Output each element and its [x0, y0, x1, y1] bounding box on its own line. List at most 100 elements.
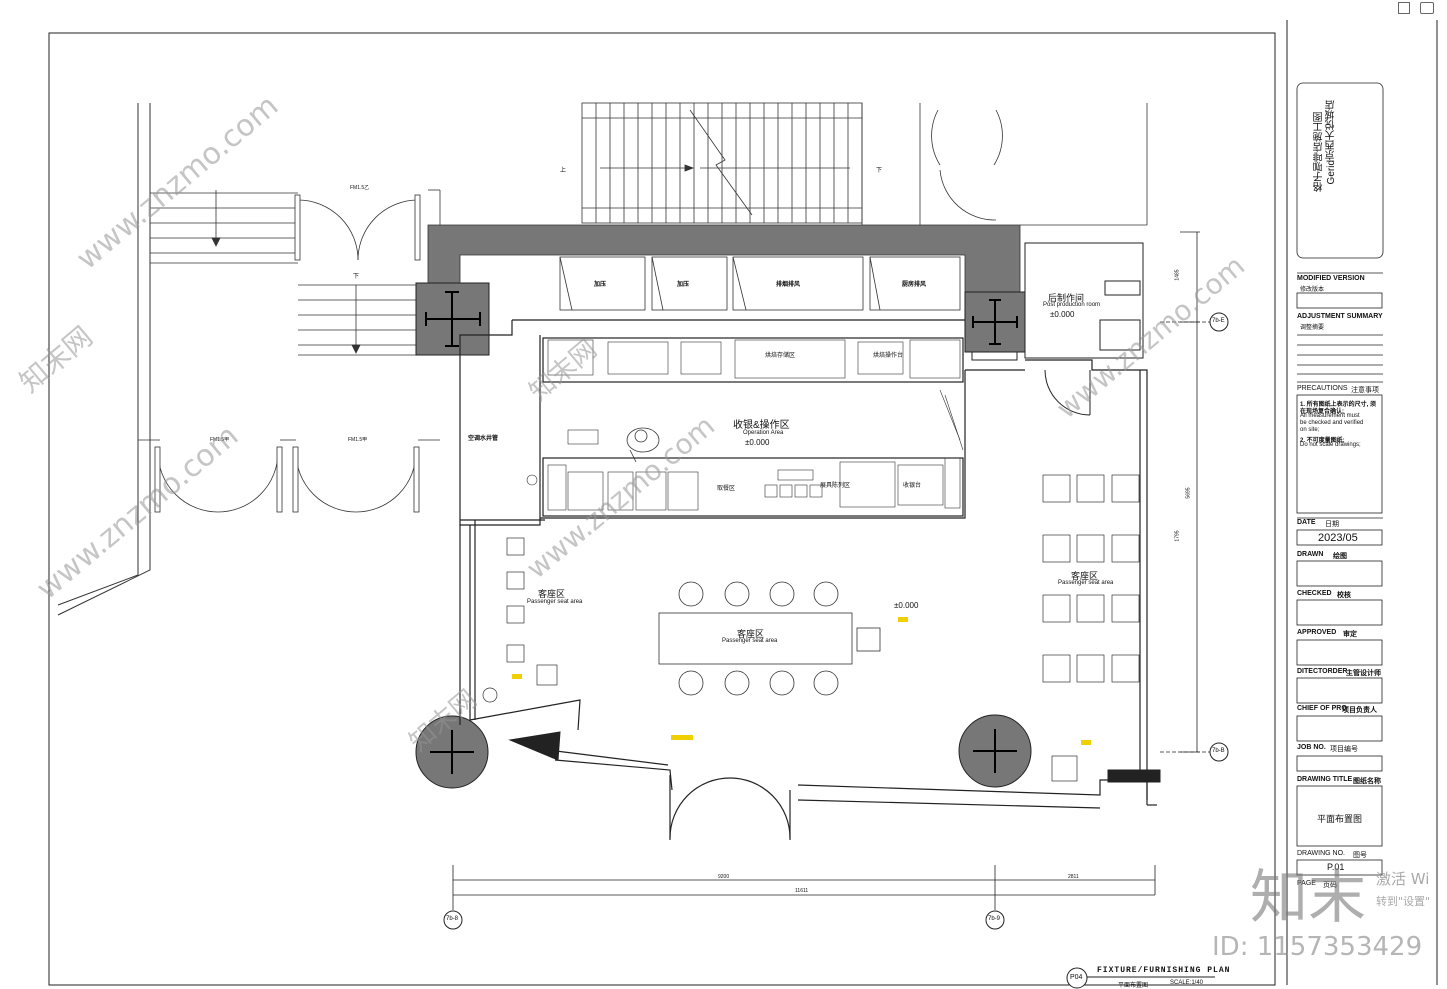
pressure-label-1: 加压: [594, 282, 607, 288]
date-value: 2023/05: [1318, 532, 1358, 544]
page-cn: 页码: [1323, 882, 1337, 889]
columns: [415, 282, 1032, 789]
stair-up-label: 上: [560, 168, 567, 174]
director-en: DITECTORDER: [1297, 668, 1348, 675]
chief-en: CHIEF OF PRO: [1297, 705, 1347, 712]
axis-bubble-right: [1209, 742, 1229, 762]
post-production-room: [971, 242, 1144, 416]
postroom-label: 后制作间: [1048, 293, 1085, 303]
pressure-label-2: 加压: [677, 282, 690, 288]
pickup-label: 取餐区: [717, 486, 736, 492]
job-no-cn: 项目编号: [1330, 746, 1358, 753]
dim-top-label: 1485: [1174, 269, 1181, 281]
seat-left-label: 客座区: [538, 589, 566, 599]
left-stair: [150, 190, 420, 356]
dim-bottom-total: 11611: [795, 888, 809, 894]
precaution-2-en: Do not scale drawings;: [1300, 442, 1361, 448]
watermark-logo: 知末: [1250, 863, 1367, 931]
seat-right-en: Passenger seat area: [1058, 580, 1114, 586]
counter-equipment: [526, 339, 964, 511]
window-control-icon[interactable]: [1398, 2, 1410, 14]
activate-windows-sub: 转到"设置": [1376, 895, 1431, 908]
title-block-boxes: [1296, 82, 1384, 876]
adjustment-summary-cn: 调整摘要: [1300, 325, 1325, 331]
approved-cn: 审定: [1343, 631, 1357, 638]
ac-pipe-label: 空调水井管: [468, 436, 499, 442]
baking-table-label: 烘焙操作台: [873, 353, 904, 359]
drawing-no-value: P.01: [1327, 862, 1345, 872]
stair-down-label: 下: [876, 168, 883, 174]
seat-right-label: 客座区: [1071, 571, 1099, 581]
level-mark-3: ±0.000: [894, 601, 919, 610]
axis-bubbles: [443, 312, 1229, 989]
precaution-1-cn: 1. 所有图纸上表示的尺寸, 须: [1300, 402, 1377, 408]
precaution-1-en-a: All measurement must: [1300, 413, 1360, 419]
left-wall-outline-2: [57, 103, 139, 606]
window-control-icon-2[interactable]: [1420, 2, 1434, 14]
person-figure: [626, 427, 660, 463]
drawing-title-cn: 图纸名称: [1353, 778, 1381, 785]
seat-center-en: Passenger seat area: [722, 638, 778, 644]
dim-right-label: 5695: [1185, 487, 1192, 499]
postroom-en: Post production room: [1043, 302, 1101, 308]
axis-bubble-bottom-left: [443, 910, 463, 930]
drawn-cn: 绘图: [1333, 553, 1347, 560]
axis-top-label: 7b-E: [1212, 318, 1225, 324]
dimension-lines: [452, 231, 1210, 910]
page-en: PAGE: [1297, 880, 1316, 887]
shafts: [559, 256, 961, 311]
dim-mid-label: 1795: [1174, 530, 1181, 542]
adjustment-summary-en: ADJUSTMENT SUMMARY: [1297, 313, 1383, 320]
drawn-en: DRAWN: [1297, 551, 1324, 558]
caption-code: P04: [1070, 974, 1083, 981]
drawing-title-en: DRAWING TITLE: [1297, 776, 1353, 783]
chief-cn: 项目负责人: [1342, 707, 1377, 714]
cashier-label: 收银台: [903, 483, 922, 489]
date-cn: 日期: [1325, 521, 1339, 528]
watermark-id: ID: 1157353429: [1212, 932, 1423, 962]
shop-outline: [459, 319, 1157, 840]
display-label: 展具陈列区: [820, 483, 851, 489]
stair-down-left-label: 下: [353, 274, 360, 280]
entrance-corner: [508, 731, 1161, 783]
drawing-no-en: DRAWING NO.: [1297, 850, 1345, 857]
activate-windows: 激活 Wi: [1376, 870, 1430, 888]
axis-bottom-left-label: 7b-8: [446, 916, 459, 922]
precaution-1-en-b: be checked and verified: [1300, 420, 1364, 426]
door-fm2-label: FM1.5甲: [210, 437, 230, 443]
precaution-2-cn: 2. 不可度量图纸;: [1300, 438, 1345, 444]
seat-center-label: 客座区: [737, 629, 765, 639]
center-table: [658, 581, 881, 696]
precautions-en: PRECAUTIONS: [1297, 385, 1348, 392]
exhaust-label-2: 厨房排风: [902, 282, 927, 288]
approved-en: APPROVED: [1297, 629, 1337, 636]
precautions-cn: 注意事项: [1351, 387, 1379, 394]
dim-bottom-b: 2811: [1068, 874, 1079, 880]
doors-left: [138, 189, 441, 513]
level-mark-1: ±0.000: [745, 438, 770, 447]
axis-bottom-mid-label: 7b-9: [988, 916, 1001, 922]
director-cn: 主管设计师: [1346, 670, 1381, 677]
job-no-en: JOB NO.: [1297, 744, 1326, 751]
project-subtitle: 格子咖啡店施工图: [1314, 112, 1325, 192]
seat-left-en: Passenger seat area: [527, 599, 583, 605]
level-mark-2: ±0.000: [1050, 310, 1075, 319]
dim-bottom-a: 9200: [718, 874, 730, 880]
caption-bubble: [1066, 967, 1088, 989]
precaution-1-cn-b: 在现场复合确认;: [1300, 409, 1344, 415]
axis-bubble-top: [1209, 312, 1229, 332]
upper-stair: [581, 102, 1148, 226]
sheet-border: [48, 32, 1276, 986]
drawing-no-cn: 图号: [1353, 852, 1367, 859]
checked-en: CHECKED: [1297, 590, 1332, 597]
exhaust-label-1: 排烟排风: [776, 282, 801, 288]
modified-version-en: MODIFIED VERSION: [1297, 275, 1365, 282]
caption-title-en: FIXTURE/FURNISHING PLAN: [1097, 966, 1231, 975]
modified-version-cn: 修改版本: [1300, 287, 1325, 293]
caption-title-cn: 平面布置图: [1118, 983, 1149, 989]
zone-operation-label: 收银&操作区: [733, 420, 790, 431]
checked-cn: 校核: [1337, 592, 1351, 599]
left-wall-outline: [57, 103, 151, 616]
